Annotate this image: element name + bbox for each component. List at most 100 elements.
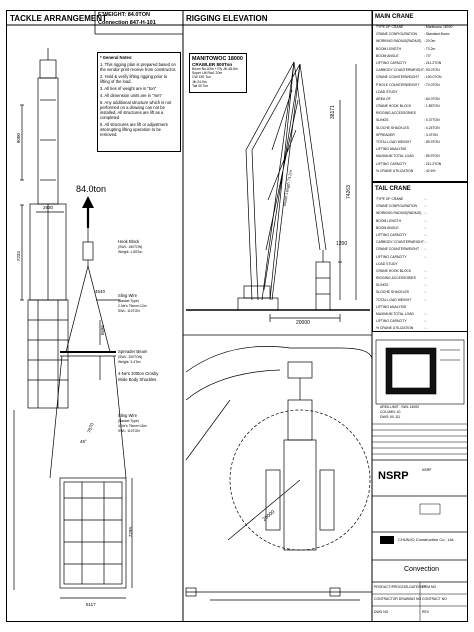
sling-wire-2-name: Sling Wire xyxy=(118,413,138,418)
spec-row: CRANE HOOK BLOCK: 1.85TON xyxy=(376,104,466,111)
spec-label: LIFTING CAPACITY xyxy=(376,161,407,166)
spec-value: : 42.6% xyxy=(424,168,436,173)
spec-row: LIFTING CAPACITY: - xyxy=(376,233,466,240)
client-logo xyxy=(419,503,441,515)
spec-label: WORKING RADIUS(RADIUS) xyxy=(376,39,422,44)
spec-row: SPREADER: 3.4TON xyxy=(376,133,466,140)
spreader-beam-name: Spreader Beam xyxy=(118,349,148,354)
crane-detail: Tail 40 Ton xyxy=(192,83,209,88)
rev-row-value: ITEM NO xyxy=(422,585,437,589)
dim-20000: 20000 xyxy=(296,320,310,326)
spec-label: CRANE CONFIGURATION xyxy=(376,204,418,209)
spec-value: : - xyxy=(424,283,428,288)
spec-label: BOOM ANGLE xyxy=(376,225,399,230)
spec-row: TYPE OF CRANE : Manitowoc 18000 xyxy=(376,25,466,32)
spec-row: RIGGING ACCESSORIES: - xyxy=(376,276,466,283)
spec-value: : - xyxy=(424,204,428,209)
spec-label: TOTAL LOAD WEIGHT xyxy=(376,297,412,302)
swing-radius xyxy=(229,409,371,551)
spec-value: : - xyxy=(424,312,428,316)
spec-row: CRANE HOOK BLOCK: - xyxy=(376,269,466,276)
spec-row: LIFTING CAPACITY: 211.2TON xyxy=(376,162,466,169)
spec-label: BOOM LENGTH xyxy=(376,46,402,51)
spec-label: LIFTING CAPACITY xyxy=(376,319,407,324)
client-name: NSRP xyxy=(422,468,432,472)
sling-wire-2-swl: SWL: 110TON xyxy=(118,429,140,433)
spreader-beam-swl: (SWL: 200TON) xyxy=(118,355,143,359)
crane-info-box: MANITOWOC 18000 CRAWLER 800Ton Boom No.6… xyxy=(189,53,247,93)
spec-row: SLINGS: 0.37TON xyxy=(376,118,466,125)
spec-row: BOOM ANGLE : - xyxy=(376,226,466,233)
spec-row: MAXIMUM TOTAL LOAD: 89.9TON xyxy=(376,154,466,161)
contractor-logo xyxy=(380,536,394,544)
spec-row: WORKING RADIUS(RADIUS): 20.0m xyxy=(376,39,466,46)
spec-value: : 90.0TON xyxy=(424,68,440,73)
spec-value: : - xyxy=(424,319,428,324)
weight-label: E'WEIGHT: 84.0TON xyxy=(98,12,150,18)
hook-block-detail: (SWL: 150TON) xyxy=(118,245,143,249)
connection-label: Connection 847-H-101 xyxy=(98,20,156,26)
spec-label: % CRANE UTILIZATION xyxy=(376,168,414,173)
spec-value: : Manitowoc 18000 xyxy=(424,25,453,29)
spec-row: LIFTING ANALYSIS xyxy=(376,305,466,312)
spec-label: MAXIMUM TOTAL LOAD xyxy=(376,312,414,316)
spec-label: LIFTING CAPACITY xyxy=(376,232,407,237)
spec-label: TYPE OF CRANE xyxy=(376,25,404,29)
crane-sub: CRAWLER 800Ton xyxy=(192,62,233,67)
area-legend: COLUMN: 40 xyxy=(380,410,401,414)
spec-row: CRANE CONFIGURATION : - xyxy=(376,204,466,211)
spec-label: SLINGS xyxy=(376,283,389,288)
spec-label: CRANE COUNTERWEIGHT xyxy=(376,75,420,80)
spec-label: AREA OF xyxy=(376,96,391,101)
area-legend: DWG: 50-111 xyxy=(380,415,401,419)
spec-label: CRANE HOOK BLOCK xyxy=(376,268,412,273)
spec-label: LOAD STUDY xyxy=(376,89,398,94)
spec-label: MAXIMUM TOTAL LOAD xyxy=(376,154,414,159)
dim-1200: 1200 xyxy=(336,241,348,247)
spec-value: : 1.85TON xyxy=(424,104,440,109)
spec-row: BOOM LENGTH: 73.2m xyxy=(376,47,466,54)
spec-value: : - xyxy=(424,254,428,259)
spec-label: LIFTING ANALYSIS xyxy=(376,304,407,309)
spec-row: TYPE OF CRANE: - xyxy=(376,197,466,204)
sling-wire-detail: 2-Ne's 75mm×12m xyxy=(118,304,147,308)
tackle-drawing xyxy=(13,48,133,599)
spreader-beam-weight: Weight: 3.4Ton xyxy=(118,360,141,364)
hook-block-weight: Weight: 1.85Ton xyxy=(118,250,143,254)
spec-row: RIGGING ACCESSORIES xyxy=(376,111,466,118)
spec-row: LIFTING CAPACITY: - xyxy=(376,255,466,262)
spec-value: : - xyxy=(424,240,428,245)
spec-value: : - xyxy=(424,326,428,331)
sling-angle: 45° xyxy=(80,439,87,444)
spec-row: P.HOLE COUNTERWEIGHT: 70.0TON xyxy=(376,83,466,90)
spec-row: LIFTING CAPACITY : - xyxy=(376,319,466,326)
spec-label: CARBODY COUNTERWEIGHT xyxy=(376,240,424,245)
spec-row: WORKING RADIUS(RADIUS): - xyxy=(376,211,466,218)
rev-row-value: REV xyxy=(422,610,429,614)
spec-label: RIGGING ACCESSORIES xyxy=(376,111,416,116)
spec-value: : 70.0TON xyxy=(424,82,440,87)
spec-row: BOOM ANGLE: 74° xyxy=(376,54,466,61)
crane-name: MANITOWOC 18000 xyxy=(192,56,243,62)
shackles-name: 4-Ne's 200ton Crosby xyxy=(118,371,159,376)
spec-value: : - xyxy=(424,247,428,252)
spec-label: LIFTING ANALYSIS xyxy=(376,147,407,152)
sling-wire-2-detail: 4-Ne's 75mm×16m xyxy=(118,424,147,428)
hook-block-name: Hook Block xyxy=(118,239,140,244)
spec-row: LIFTING ANALYSIS xyxy=(376,147,466,154)
spec-row: BOOM LENGTH: - xyxy=(376,219,466,226)
road-outline xyxy=(185,346,373,373)
spec-label: SPREADER xyxy=(376,132,395,137)
rev-row-value: CONTRACT NO xyxy=(422,597,447,601)
spec-value: : - xyxy=(424,225,428,230)
spec-row: % CRANE UTILIZATION : 42.6% xyxy=(376,169,466,176)
spec-row: SLOCHE SHACKLES: 0.24TON xyxy=(376,126,466,133)
spec-label: LIFTING CAPACITY xyxy=(376,60,407,65)
note-item: 3. All ties of weight are in "ton" xyxy=(100,86,157,91)
spec-label: RIGGING ACCESSORIES xyxy=(376,276,416,281)
spec-label: WORKING RADIUS(RADIUS) xyxy=(376,211,422,216)
spec-row: TOTAL LOAD WEIGHT: 89.9TON xyxy=(376,140,466,147)
